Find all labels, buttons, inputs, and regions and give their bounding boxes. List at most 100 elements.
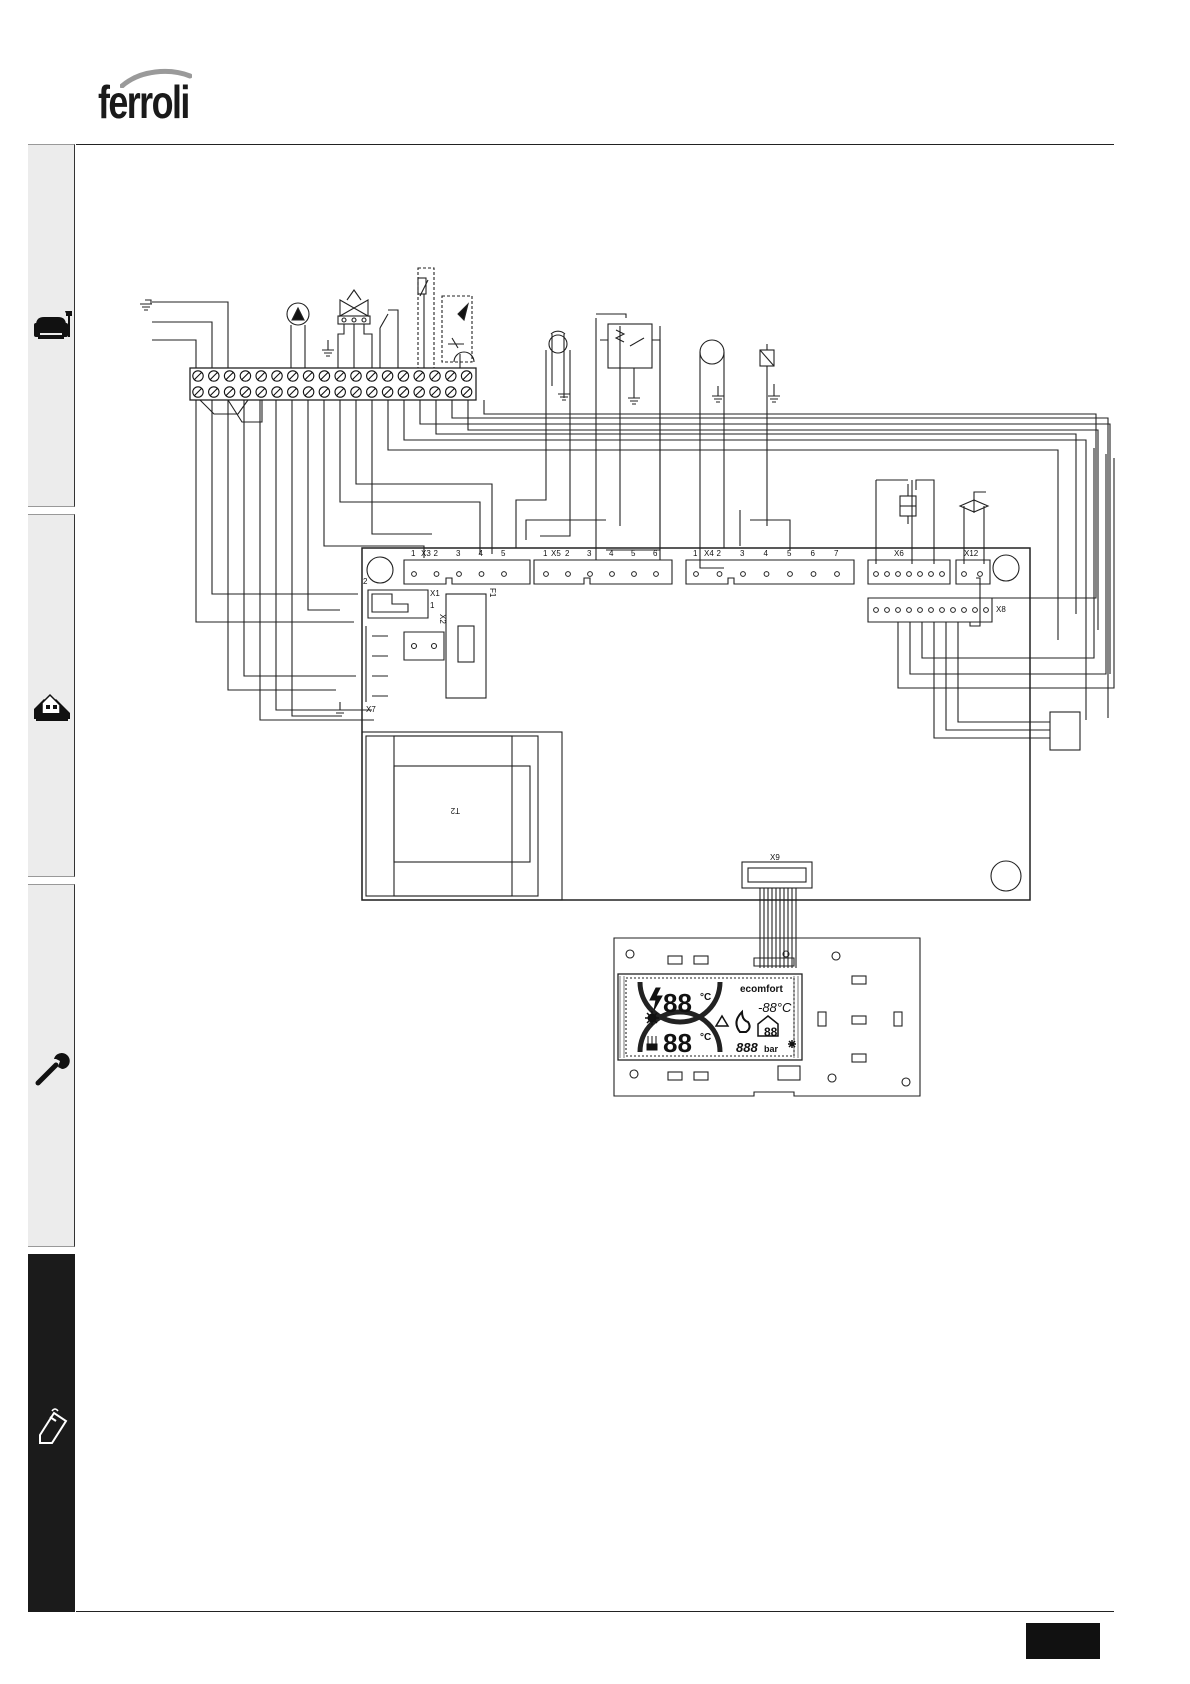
terminal-screw [318, 370, 331, 382]
connector-pin [906, 607, 912, 613]
x3-pin-number: 5 [501, 549, 506, 558]
x4-pin-number: 6 [811, 549, 816, 558]
terminal-screw [366, 370, 378, 382]
terminal-screw [287, 386, 299, 398]
terminal-screw-slot [415, 388, 424, 396]
connector-pin [873, 607, 879, 613]
x4-pin-number: 5 [787, 549, 792, 558]
terminal-screw [445, 386, 457, 398]
connector-pin [873, 571, 879, 577]
house-icon [34, 693, 70, 721]
connector-pin [906, 571, 912, 577]
flame-icon [735, 1009, 751, 1033]
connector-pin [433, 571, 440, 577]
terminal-screw-slot [194, 372, 202, 380]
footer-rule [76, 1611, 1114, 1612]
terminal-screw [445, 370, 457, 382]
terminal-screw-slot [320, 372, 329, 380]
terminal-screw [192, 386, 204, 398]
connector-pin [961, 571, 967, 577]
terminal-screw-slot [257, 372, 266, 380]
connector-pin [950, 607, 956, 613]
terminal-screw-slot [273, 372, 281, 380]
connector-pin [716, 571, 723, 577]
snowflake-icon [788, 1040, 796, 1048]
connector-pin [884, 571, 890, 577]
terminal-screw-slot [288, 388, 297, 396]
lcd-pressure: 888 [736, 1040, 758, 1055]
connector-pin [565, 571, 571, 577]
x5-label: X5 [551, 549, 561, 558]
tab-technical-data[interactable] [28, 1254, 75, 1612]
terminal-screw [223, 370, 236, 382]
armchair-icon [34, 311, 72, 339]
terminal-screw [208, 386, 220, 398]
terminal-screw-slot [352, 388, 360, 396]
terminal-screw-slot [304, 388, 313, 396]
x6-label: X6 [894, 549, 904, 558]
lcd-pressure-unit: bar [764, 1044, 779, 1054]
connector-pin [609, 571, 615, 577]
terminal-screw-slot [399, 388, 408, 396]
connector-pin [939, 607, 945, 613]
terminal-screw-slot [383, 372, 392, 380]
terminal-screw [460, 370, 473, 382]
terminal-screw [302, 370, 315, 382]
x9-label: X9 [770, 853, 780, 862]
terminal-screw-slot [320, 388, 329, 396]
x3-pin-number: 3 [456, 549, 461, 558]
connector-pin [631, 571, 637, 577]
terminal-screw-slot [273, 388, 281, 396]
lcd-house-digits: 88 [764, 1025, 778, 1039]
x1-pin-2: 2 [363, 577, 368, 586]
terminal-screw [255, 386, 267, 398]
x4-pin-number: 7 [834, 549, 839, 558]
connector-pin [917, 571, 923, 577]
terminal-screw-slot [209, 372, 218, 380]
terminal-screw [413, 370, 425, 382]
terminal-screw-slot [367, 372, 376, 380]
terminal-screw [460, 386, 473, 398]
x3-pin-number: 4 [479, 549, 484, 558]
connector-pin [928, 571, 934, 577]
house-display-icon [757, 1015, 779, 1037]
x4-pin-number: 3 [740, 549, 745, 558]
terminal-screw-slot [225, 372, 234, 380]
x5-pin-number: 6 [653, 549, 658, 558]
terminal-screw [413, 386, 425, 398]
connector-pin [543, 571, 549, 577]
connector-pin [977, 571, 983, 577]
connector-pin [501, 571, 507, 577]
connector-pin [884, 607, 890, 613]
connector-pin [928, 607, 934, 613]
terminal-screw [429, 370, 441, 382]
terminal-screw-slot [257, 388, 266, 396]
connector-pin [895, 607, 901, 613]
connector-pin [939, 571, 945, 577]
tab-user[interactable] [28, 144, 75, 507]
terminal-screw [366, 386, 378, 398]
terminal-screw-slot [383, 388, 392, 396]
x3-pin-number: 2 [434, 549, 439, 558]
terminal-screw-slot [336, 372, 345, 380]
x4-label: X4 [704, 549, 714, 558]
terminal-screw [318, 386, 331, 398]
connector-pin [961, 607, 967, 613]
connector-pin [895, 571, 901, 577]
connector-pin [787, 571, 793, 577]
terminal-screw [271, 370, 283, 382]
lcd-top-unit: °C [700, 992, 711, 1003]
radiator-icon [646, 1036, 658, 1051]
t2-label: T2 [450, 806, 460, 815]
x5-pin-number: 3 [587, 549, 592, 558]
connector-pin [763, 571, 770, 577]
tab-installation[interactable] [28, 514, 75, 877]
terminal-screw-slot [241, 388, 250, 396]
terminal-screw [350, 386, 362, 398]
brand-name: ferroli [98, 76, 190, 128]
terminal-screw-slot [352, 372, 360, 380]
terminal-screw [192, 370, 204, 382]
terminal-screw [223, 386, 236, 398]
x12-label: X12 [964, 549, 979, 558]
tab-service[interactable] [28, 884, 75, 1247]
